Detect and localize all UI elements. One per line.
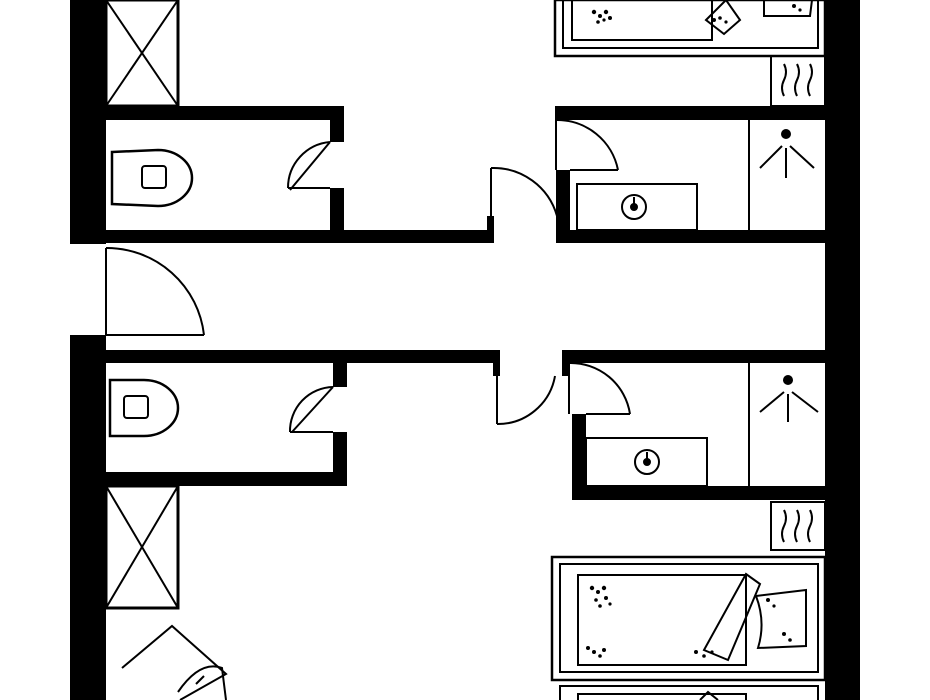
wall-tl-top [106, 106, 344, 120]
sink-icon [576, 183, 698, 231]
wall-tr-left [556, 170, 570, 243]
wall-corridor-upper-left [98, 230, 494, 243]
wall-bl-bottom [106, 472, 347, 486]
door-swing-icon [555, 118, 619, 171]
wall-tl-right-lower [330, 188, 344, 230]
closet-x-icon [104, 0, 180, 108]
wall-corridor-lower-right [562, 350, 825, 363]
door-swing-icon [105, 246, 205, 336]
wall-corridor-lower-left [98, 350, 494, 363]
toilet-icon [108, 378, 180, 438]
door-swing-icon [288, 386, 334, 433]
doors [105, 118, 631, 433]
door-swing-icon [496, 375, 556, 426]
wall-door-jamb-upper-left [487, 216, 494, 243]
wall-tr-top [555, 106, 825, 120]
wall-left-top [70, 0, 106, 244]
wall-corridor-upper-right [556, 230, 825, 243]
wall-right [825, 0, 860, 700]
sink-icon [585, 437, 708, 487]
wall-br-left [572, 414, 586, 500]
chair-icon [121, 624, 228, 700]
wall-br-shower-divider [748, 363, 750, 486]
shower-icon [759, 375, 819, 422]
closet-x-icon [104, 484, 180, 610]
bed-icon [553, 0, 827, 58]
door-swing-icon [568, 361, 631, 415]
wall-bl-right-upper [333, 363, 347, 387]
exterior-walls [70, 0, 860, 700]
shower-icon [759, 129, 815, 178]
door-swing-icon [286, 141, 331, 191]
wall-bl-right-lower [333, 432, 347, 484]
interior-walls [98, 106, 825, 500]
wall-br-bottom [572, 486, 825, 500]
bed-icon [559, 685, 819, 700]
wall-tl-right-upper [330, 106, 344, 142]
door-swing-icon [490, 166, 558, 217]
wall-left-bottom [70, 335, 106, 700]
radiator-icon [770, 501, 826, 551]
bed-icon [550, 555, 827, 682]
toilet-icon [110, 148, 194, 208]
wall-tr-shower-divider [748, 120, 750, 230]
wall-door-jamb-lower-right [562, 350, 569, 376]
wall-door-jamb-lower-left [493, 350, 500, 376]
